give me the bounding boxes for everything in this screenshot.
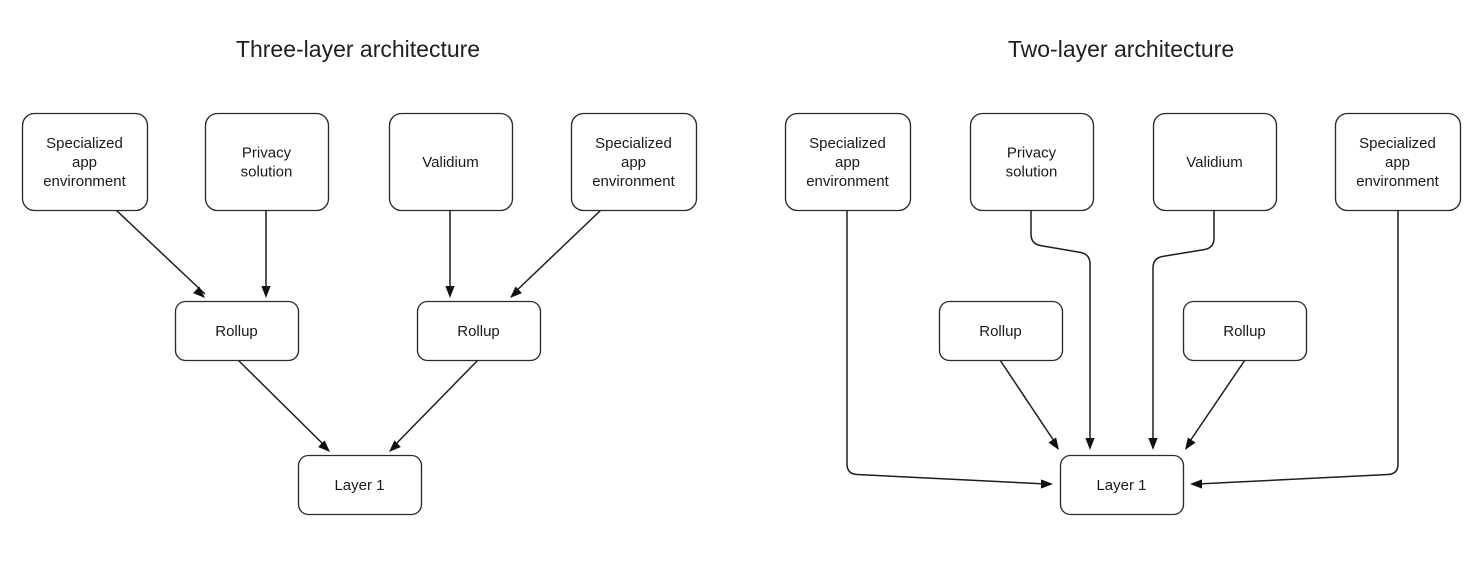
arrowhead-icon-e-l3-rollup1-layer1 — [318, 440, 330, 452]
node-l3-rollup-1[interactable]: Rollup — [174, 300, 300, 362]
edge-e-l2-spec1-layer1 — [846, 210, 1053, 489]
edge-path-e-l2-validium-layer1 — [1152, 210, 1215, 442]
arrowhead-icon-e-l3-rollup2-layer1 — [389, 440, 401, 452]
node-label-l2-validium: Validium — [1186, 154, 1242, 171]
node-l3-validium[interactable]: Validium — [388, 112, 514, 212]
panel-title-three-layer: Three-layer architecture — [236, 36, 480, 62]
titles-layer: Three-layer architecture Two-layer archit… — [236, 36, 1234, 62]
node-box-l2-rollup-2 — [1182, 300, 1308, 362]
node-l3-rollup-2[interactable]: Rollup — [416, 300, 542, 362]
node-box-l3-rollup-1 — [174, 300, 300, 362]
node-box-l3-layer1 — [297, 454, 423, 516]
edge-path-e-l3-rollup1-layer1 — [237, 359, 328, 449]
arrowhead-icon-e-l2-rollup2-layer1 — [1185, 437, 1196, 450]
node-box-l3-validium — [388, 112, 514, 212]
node-l2-rollup-1[interactable]: Rollup — [938, 300, 1064, 362]
node-box-l3-spec-app-2 — [570, 112, 698, 212]
edge-path-e-l3-rollup2-layer1 — [391, 359, 479, 449]
node-label-l3-rollup-2: Rollup — [457, 323, 500, 340]
node-box-l2-validium — [1152, 112, 1278, 212]
arrowhead-icon-e-l3-spec1-rollup1 — [193, 286, 205, 298]
edge-path-e-l2-rollup2-layer1 — [1187, 359, 1246, 445]
arrowhead-icon-e-l2-spec1-layer1 — [1041, 479, 1053, 489]
node-label-l2-rollup-2: Rollup — [1223, 323, 1266, 340]
node-l3-layer1[interactable]: Layer 1 — [297, 454, 423, 516]
arrowhead-icon-e-l3-validium-rollup2 — [445, 286, 455, 298]
node-box-l2-privacy — [969, 112, 1095, 212]
edge-e-l3-validium-rollup2 — [445, 210, 455, 298]
node-l2-layer1[interactable]: Layer 1 — [1059, 454, 1185, 516]
node-box-l2-spec-app-1 — [784, 112, 912, 212]
arrowhead-icon-e-l2-rollup1-layer1 — [1048, 437, 1059, 450]
edge-path-e-l3-spec2-rollup2 — [512, 209, 602, 295]
node-box-l2-rollup-1 — [938, 300, 1064, 362]
edge-path-e-l2-spec1-layer1 — [846, 210, 1047, 485]
node-box-l3-rollup-2 — [416, 300, 542, 362]
edges-layer — [115, 209, 1399, 489]
arrowhead-icon-e-l3-privacy-rollup1 — [261, 286, 271, 298]
node-l2-rollup-2[interactable]: Rollup — [1182, 300, 1308, 362]
node-box-l2-spec-app-2 — [1334, 112, 1462, 212]
edge-path-e-l3-spec1-rollup1 — [115, 209, 206, 295]
node-box-l2-layer1 — [1059, 454, 1185, 516]
panel-title-two-layer: Two-layer architecture — [1008, 36, 1234, 62]
node-label-l3-rollup-1: Rollup — [215, 323, 258, 340]
edge-e-l3-rollup2-layer1 — [389, 359, 479, 452]
arrowhead-icon-e-l2-validium-layer1 — [1148, 438, 1158, 450]
node-label-l3-layer1: Layer 1 — [334, 477, 384, 494]
node-label-l2-layer1: Layer 1 — [1096, 477, 1146, 494]
edge-e-l2-spec2-layer1 — [1190, 210, 1399, 489]
edge-e-l3-rollup1-layer1 — [237, 359, 330, 452]
arrowhead-icon-e-l2-privacy-layer1 — [1085, 438, 1095, 450]
edge-e-l2-rollup1-layer1 — [999, 359, 1059, 450]
edge-e-l3-privacy-rollup1 — [261, 210, 271, 298]
node-label-l3-validium: Validium — [422, 154, 478, 171]
edge-e-l3-spec1-rollup1 — [115, 209, 206, 298]
edge-e-l2-rollup2-layer1 — [1185, 359, 1246, 450]
edge-path-e-l2-rollup1-layer1 — [999, 359, 1057, 445]
node-l2-validium[interactable]: Validium — [1152, 112, 1278, 212]
node-label-l2-rollup-1: Rollup — [979, 323, 1022, 340]
node-box-l3-privacy — [204, 112, 330, 212]
edge-e-l2-privacy-layer1 — [1030, 210, 1095, 450]
edge-path-e-l2-privacy-layer1 — [1030, 210, 1091, 442]
edge-path-e-l2-spec2-layer1 — [1196, 210, 1399, 485]
node-box-l3-spec-app-1 — [21, 112, 149, 212]
edge-e-l2-validium-layer1 — [1148, 210, 1215, 450]
edge-e-l3-spec2-rollup2 — [510, 209, 602, 298]
arrowhead-icon-e-l2-spec2-layer1 — [1190, 479, 1202, 489]
arrowhead-icon-e-l3-spec2-rollup2 — [510, 286, 522, 298]
